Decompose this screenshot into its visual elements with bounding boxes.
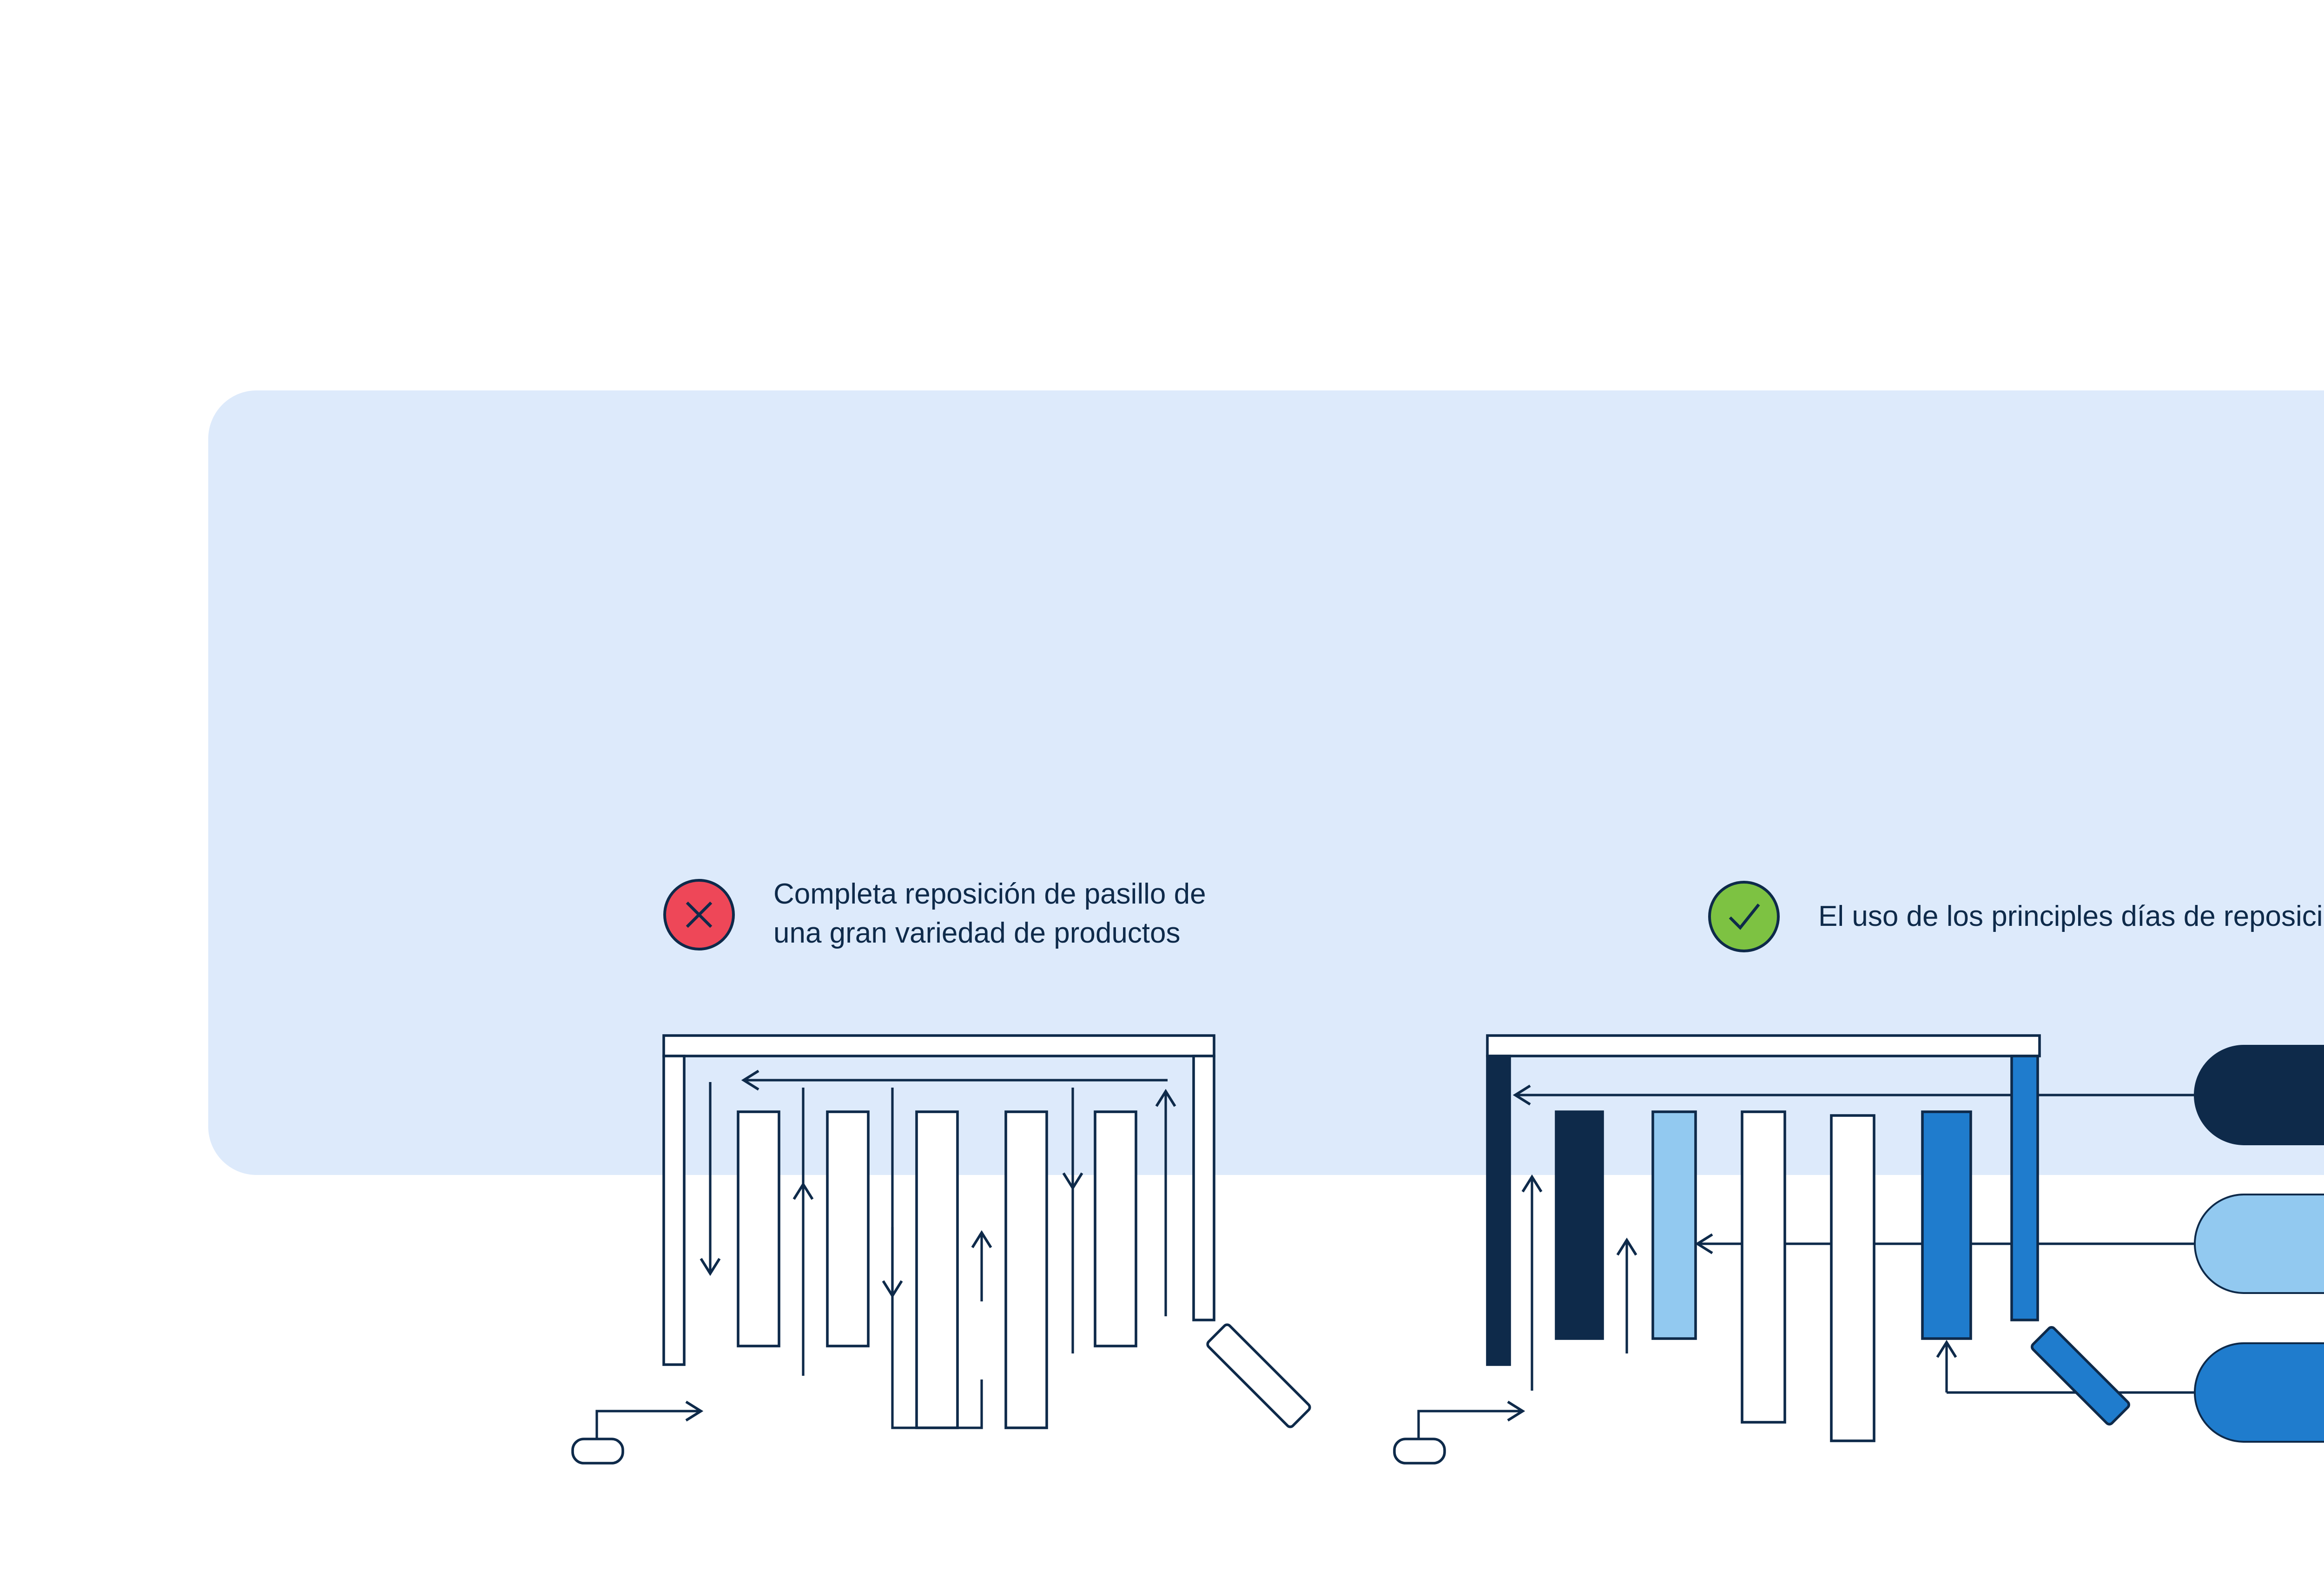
good-approach-header: El uso de los principles días de reposic…	[1707, 879, 2324, 954]
comparison-card: Completa reposición de pasillo de una gr…	[208, 390, 2324, 1465]
shelf-aisles	[737, 1110, 1137, 1429]
shelf-frame	[1486, 1034, 2041, 1366]
bad-approach-label: Completa reposición de pasillo de una gr…	[773, 876, 1206, 954]
good-approach-label-line: El uso de los principles días de reposic…	[1818, 902, 2324, 933]
x-circle-icon	[663, 879, 735, 950]
bad-aisle-diagram	[571, 1034, 1311, 1465]
serpentine-route-arrows	[595, 1069, 1176, 1439]
route-arrows	[1417, 1174, 1637, 1439]
good-approach-label: El uso de los principles días de reposic…	[1818, 898, 2324, 937]
bad-approach-label-line1: Completa reposición de pasillo de	[773, 879, 1206, 911]
legend-pill-dia-1: Días 1 de reposición	[2194, 1045, 2324, 1145]
aisle-diagrams	[571, 1034, 2194, 1465]
cart-icon	[571, 1438, 624, 1465]
bad-approach-header: Completa reposición de pasillo de una gr…	[662, 878, 1206, 954]
diagonal-shelf	[1206, 1323, 1311, 1428]
cart-icon	[1393, 1438, 1446, 1465]
legend-pill-dia-2: Días 2 de reposición	[2194, 1194, 2324, 1294]
shelf-aisles	[1555, 1110, 1972, 1442]
good-aisle-diagram	[1393, 1034, 2194, 1465]
shelf-frame	[662, 1034, 1215, 1366]
check-circle-icon	[1708, 881, 1780, 952]
bad-approach-label-line2: una gran variedad de productos	[773, 918, 1181, 950]
legend-pill-dia-3: Días 3 de reposición	[2194, 1342, 2324, 1443]
diagonal-shelf	[2031, 1326, 2130, 1426]
